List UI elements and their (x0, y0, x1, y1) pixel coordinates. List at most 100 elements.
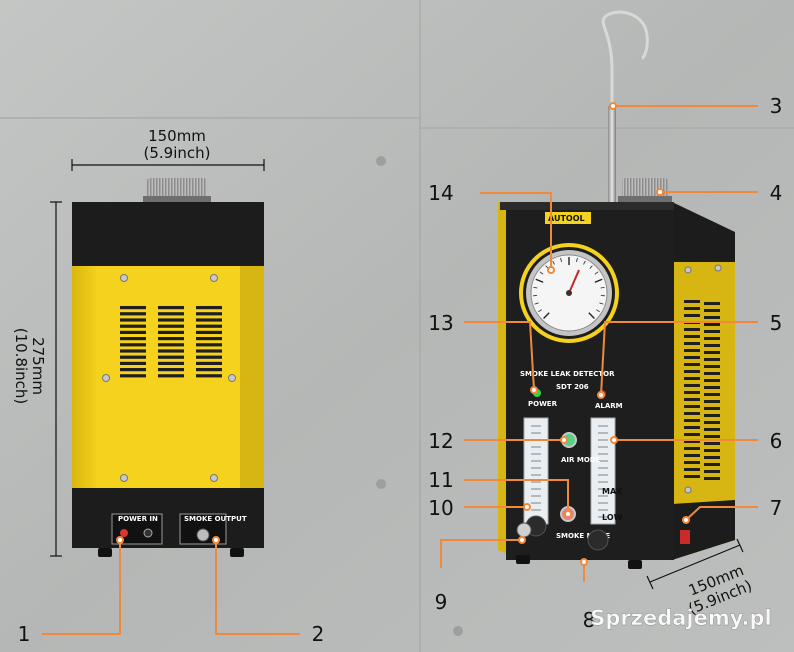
screw (210, 274, 218, 282)
screw (120, 474, 128, 482)
vent-slot (196, 330, 222, 334)
vent-slot (684, 342, 700, 345)
screw (714, 264, 722, 272)
power-in-label: POWER IN (118, 515, 158, 523)
vent-slot (120, 337, 146, 341)
screw (684, 486, 692, 494)
vent-slot (704, 302, 720, 305)
power-switch (680, 530, 690, 544)
gauge-needle (568, 269, 580, 294)
low-label: LOW (602, 513, 623, 522)
gauge-ticks (533, 257, 605, 319)
height-mm: 275mm (29, 337, 47, 395)
vent-slot (158, 361, 184, 365)
vent-slot (120, 318, 146, 322)
gauge-tick (560, 257, 562, 262)
vent-slot (704, 449, 720, 452)
vent-slot (120, 368, 146, 372)
vent-slot (120, 330, 146, 334)
vent-slot (704, 400, 720, 403)
vent-slot (158, 337, 184, 341)
vent-slot (684, 391, 700, 394)
vent-slot (684, 468, 700, 471)
width-mm: 150mm (148, 127, 206, 145)
gauge-tick (594, 271, 599, 275)
vent-slot (704, 309, 720, 312)
vent-slot (704, 379, 720, 382)
vent-slot (684, 314, 700, 317)
flowmeter-right (590, 417, 616, 525)
vent-slot (196, 355, 222, 359)
gauge-tick (535, 278, 544, 283)
vent-slot (684, 454, 700, 457)
vent-slot (684, 300, 700, 303)
top-knob (622, 178, 668, 200)
vent-slot (704, 337, 720, 340)
vent-slot (196, 349, 222, 353)
vent-slot (704, 372, 720, 375)
vent-slot (704, 393, 720, 396)
callout-2: 2 (312, 622, 325, 646)
panel-model: SDT 206 (556, 383, 589, 391)
power-label: POWER (528, 400, 558, 408)
vent-slot (684, 384, 700, 387)
wall-bolt (376, 156, 386, 166)
vent-slot (196, 374, 222, 378)
height-inch: (10.8inch) (12, 328, 30, 405)
probe-hook (601, 10, 649, 200)
max-label: MAX (602, 487, 623, 496)
vent-slot (684, 405, 700, 408)
callout-14: 14 (428, 181, 453, 205)
vent-slot (196, 337, 222, 341)
vent-slot (684, 440, 700, 443)
vent-slot (158, 355, 184, 359)
vent-slot (704, 414, 720, 417)
vent-slot (196, 324, 222, 328)
gauge-tick (533, 286, 538, 289)
width-inch: (5.9inch) (144, 144, 211, 162)
callout-5: 5 (770, 311, 783, 335)
gauge-tick (539, 271, 544, 275)
vent-slot (684, 419, 700, 422)
vent-slot (704, 456, 720, 459)
gauge-tick (538, 309, 542, 313)
vent-slot (196, 368, 222, 372)
callout-4: 4 (770, 181, 783, 205)
callout-10: 10 (428, 496, 453, 520)
vent-slot (704, 463, 720, 466)
vent-slot (158, 324, 184, 328)
gauge-tick (583, 260, 586, 265)
smoke-output-port (196, 528, 210, 542)
callout-13: 13 (428, 311, 453, 335)
vent-slot (120, 349, 146, 353)
vent-slot (684, 447, 700, 450)
gauge-tick (600, 286, 605, 289)
vent-slot (196, 361, 222, 365)
pressure-gauge-ring (519, 243, 619, 343)
vent-slot (704, 477, 720, 480)
vent-slot (684, 475, 700, 478)
vent-slot (158, 343, 184, 347)
brand-logo: AUTOOL (548, 214, 585, 223)
smoke-output-label: SMOKE OUTPUT (184, 515, 247, 523)
vent-slot (704, 442, 720, 445)
alarm-label: ALARM (595, 402, 623, 410)
height-dimension: 275mm (10.8inch) (12, 201, 62, 557)
vent-slot (120, 306, 146, 310)
vent-slot (158, 368, 184, 372)
vent-slot (120, 374, 146, 378)
vent-slot (684, 412, 700, 415)
wall-bolt (376, 479, 386, 489)
gauge-tick (543, 312, 550, 319)
vent-slot (704, 330, 720, 333)
callout-9: 9 (435, 590, 448, 614)
vent-slot (704, 386, 720, 389)
top-knob (147, 178, 207, 200)
callout-7: 7 (770, 496, 783, 520)
gauge-tick (594, 278, 603, 283)
vent-slot (120, 355, 146, 359)
vent-slot (704, 365, 720, 368)
width-dimension-top: 150mm (5.9inch) (71, 127, 265, 171)
power-in-port (143, 528, 153, 538)
